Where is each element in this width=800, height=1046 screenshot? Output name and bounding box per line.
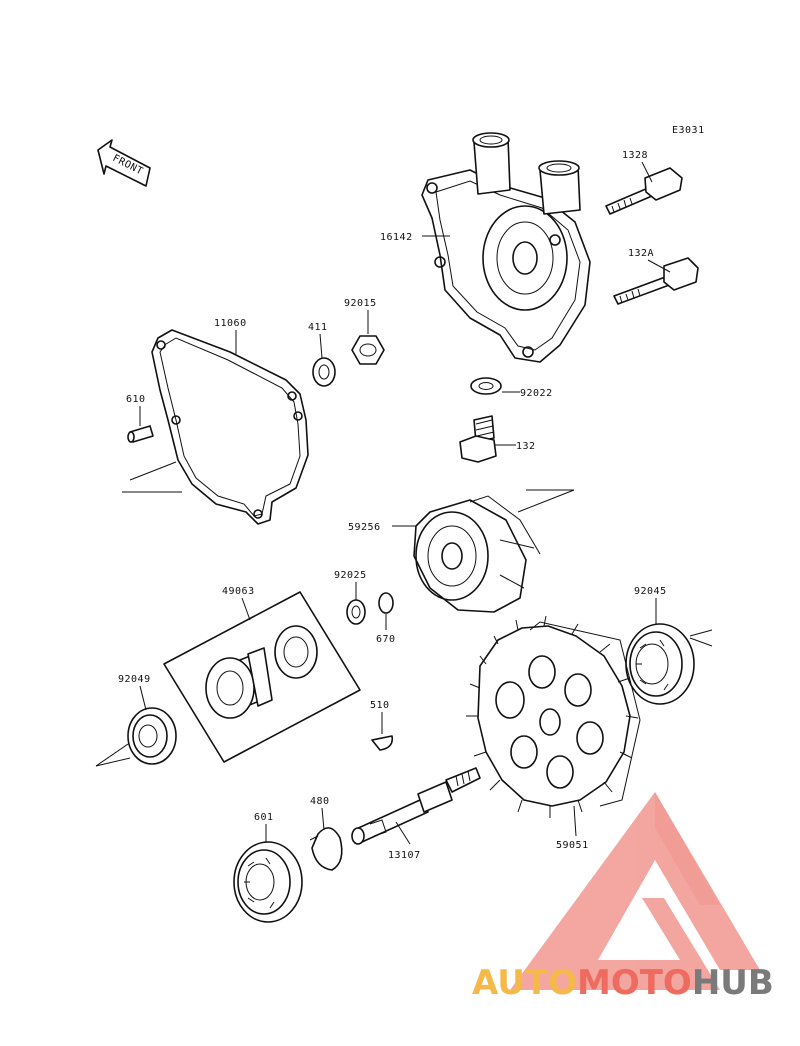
label-510: 510 bbox=[370, 700, 390, 711]
impeller-59256 bbox=[413, 495, 541, 613]
shaft-13107 bbox=[351, 767, 481, 845]
label-1328: 1328 bbox=[622, 150, 648, 161]
label-480: 480 bbox=[310, 796, 330, 807]
label-11060: 11060 bbox=[214, 318, 247, 329]
label-92045: 92045 bbox=[634, 586, 667, 597]
watermark-brand: AUTOMOTOHUB bbox=[472, 963, 774, 1003]
label-59051: 59051 bbox=[556, 840, 589, 851]
front-arrow-icon: FRONT bbox=[97, 139, 151, 187]
bearing-92049 bbox=[127, 707, 177, 765]
label-411: 411 bbox=[308, 322, 328, 333]
bolt-132A bbox=[613, 257, 699, 305]
circlip-480 bbox=[309, 827, 343, 871]
key-510 bbox=[371, 735, 394, 751]
label-132: 132 bbox=[516, 441, 536, 452]
label-610: 610 bbox=[126, 394, 146, 405]
label-16142: 16142 bbox=[380, 232, 413, 243]
dowel-pin-610 bbox=[127, 425, 154, 443]
bearing-601 bbox=[233, 841, 303, 923]
washer-411 bbox=[312, 357, 336, 387]
automotohub-logo bbox=[510, 792, 760, 990]
label-59256: 59256 bbox=[348, 522, 381, 533]
label-92025: 92025 bbox=[334, 570, 367, 581]
gasket-11060 bbox=[151, 329, 309, 525]
label-670: 670 bbox=[376, 634, 396, 645]
nut-92015 bbox=[351, 335, 385, 365]
label-92015: 92015 bbox=[344, 298, 377, 309]
seal-92025 bbox=[346, 599, 366, 625]
label-92049: 92049 bbox=[118, 674, 151, 685]
bearing-92045 bbox=[625, 623, 695, 705]
seal-kit-49063 bbox=[163, 591, 361, 763]
label-13107: 13107 bbox=[388, 850, 421, 861]
bolt-132 bbox=[459, 415, 497, 463]
gear-59051 bbox=[466, 615, 641, 818]
label-601: 601 bbox=[254, 812, 274, 823]
label-132A: 132A bbox=[628, 248, 654, 259]
logo-mark-icon bbox=[510, 792, 760, 990]
bolt-1328 bbox=[605, 167, 683, 215]
reference-code: E3031 bbox=[672, 125, 705, 136]
o-ring-670 bbox=[378, 592, 394, 614]
washer-92022 bbox=[470, 377, 502, 395]
label-92022: 92022 bbox=[520, 388, 553, 399]
pump-cover bbox=[421, 132, 591, 363]
label-49063: 49063 bbox=[222, 586, 255, 597]
